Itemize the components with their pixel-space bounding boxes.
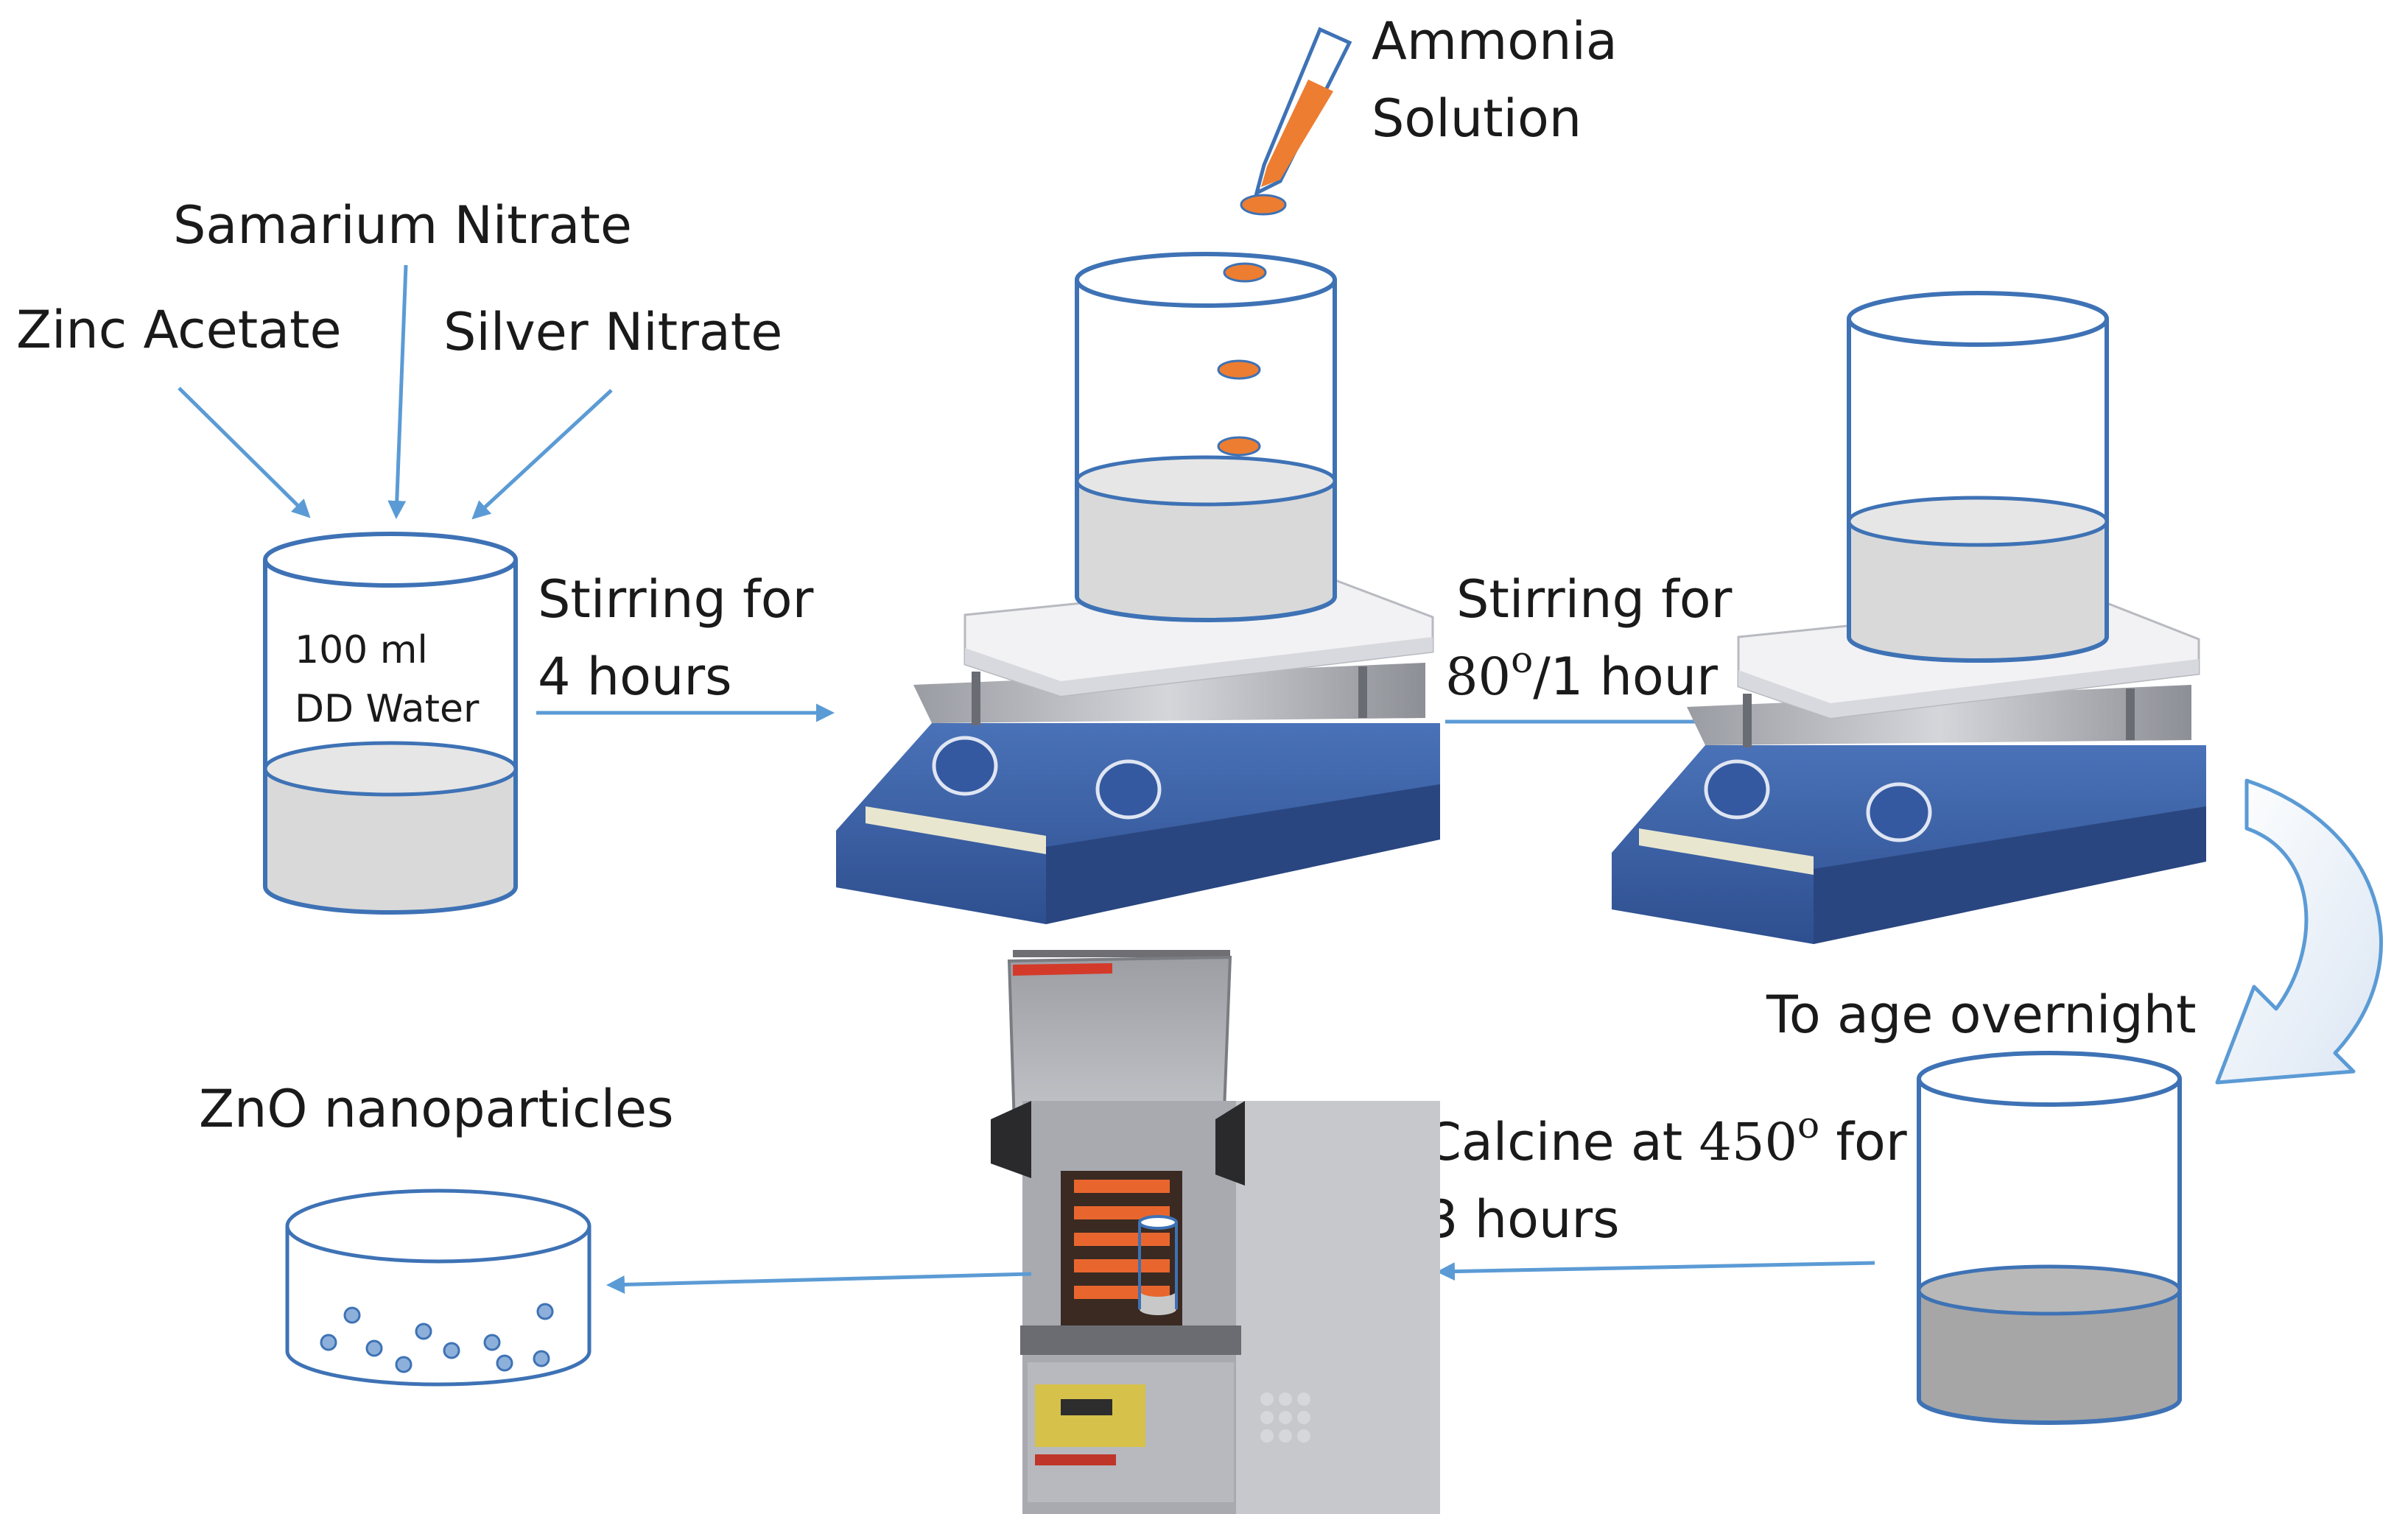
nanoparticle xyxy=(343,1306,361,1324)
calcine-suffix: for xyxy=(1819,1112,1907,1172)
calcine-degree-symbol: o xyxy=(1797,1104,1819,1147)
stirring-step2-line2: 80o/1 hour xyxy=(1445,638,1718,707)
zinc-acetate-label: Zinc Acetate xyxy=(16,300,342,360)
stirring-step1-line1: Stirring for xyxy=(538,569,814,630)
product-dish xyxy=(285,1189,592,1387)
stirring-step1-line2: 4 hours xyxy=(538,647,732,707)
samarium-nitrate-label: Samarium Nitrate xyxy=(173,195,632,256)
calcine-arrow xyxy=(1436,1261,1875,1281)
calcine-label-line1: Calcine at 450o for xyxy=(1425,1104,1907,1172)
beaker-volume-label: 100 ml xyxy=(295,628,428,672)
ammonia-droplet xyxy=(1223,262,1267,283)
samarium-nitrate-arrow xyxy=(387,264,408,519)
pipette-icon xyxy=(1240,27,1352,216)
stirring-step2-line1: Stirring for xyxy=(1456,569,1733,630)
nanoparticle xyxy=(443,1342,460,1359)
silver-nitrate-label: Silver Nitrate xyxy=(443,302,782,362)
muffle-furnace xyxy=(991,950,1440,1514)
nanoparticle xyxy=(536,1303,554,1320)
nanoparticle xyxy=(496,1354,513,1372)
silver-nitrate-arrow xyxy=(471,389,613,520)
product-arrow xyxy=(606,1272,1032,1294)
beaker-stirred xyxy=(1847,291,2109,663)
stirring-temperature: 80 xyxy=(1445,647,1511,707)
nanoparticle xyxy=(365,1339,383,1357)
aging-curved-arrow xyxy=(2215,778,2383,1085)
magnetic-stirrer-1 xyxy=(836,577,1440,924)
product-label: ZnO nanoparticles xyxy=(199,1079,674,1139)
stirring-duration: /1 hour xyxy=(1533,647,1718,707)
ammonia-droplet xyxy=(1217,359,1261,380)
nanoparticle xyxy=(533,1350,550,1367)
ammonia-label-line1: Ammonia xyxy=(1372,11,1618,71)
aging-label: To age overnight xyxy=(1766,985,2197,1045)
beaker-aging xyxy=(1917,1051,2182,1425)
beaker-solvent-label: DD Water xyxy=(295,687,480,731)
nanoparticle xyxy=(483,1334,501,1351)
ammonia-label-line2: Solution xyxy=(1372,88,1582,149)
beaker-dd-water xyxy=(263,532,518,915)
beaker-ammonia-mix xyxy=(1075,252,1337,622)
calcine-temperature: 450 xyxy=(1699,1112,1797,1172)
zinc-acetate-arrow xyxy=(178,387,311,518)
nanoparticle xyxy=(320,1334,337,1351)
nanoparticle xyxy=(395,1356,413,1373)
nanoparticle xyxy=(415,1323,432,1340)
degree-symbol: o xyxy=(1511,638,1533,681)
ammonia-droplet xyxy=(1217,436,1261,457)
calcine-label-line2: 3 hours xyxy=(1425,1189,1620,1250)
calcine-prefix: Calcine at xyxy=(1425,1112,1699,1172)
